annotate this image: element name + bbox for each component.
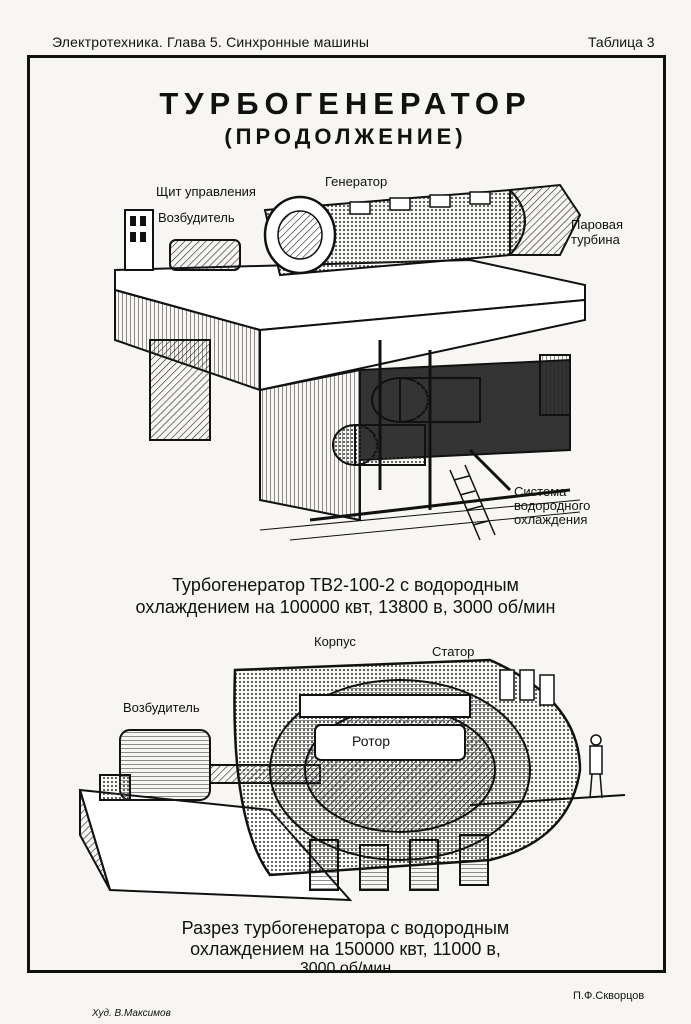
label-cooling-3: охлаждения: [514, 512, 588, 527]
label-cooling-1: Система: [514, 484, 567, 499]
label-exciter-1: Возбудитель: [158, 210, 235, 225]
label-rotor: Ротор: [352, 733, 391, 749]
label-steam-turbine-2: турбина: [571, 232, 620, 247]
caption-2-line-3: 3000 об/мин: [299, 960, 392, 977]
label-housing: Корпус: [314, 634, 356, 649]
label-stator: Статор: [432, 644, 475, 659]
label-generator: Генератор: [325, 174, 388, 189]
page-subtitle: (ПРОДОЛЖЕНИЕ): [224, 124, 467, 149]
caption-1-line-2: охлаждением на 100000 квт, 13800 в, 3000…: [135, 597, 556, 617]
caption-1-line-1: Турбогенератор ТВ2-100-2 с водородным: [172, 575, 519, 595]
label-exciter-2: Возбудитель: [123, 700, 200, 715]
artist-credit: Худ. В.Максимов: [92, 1008, 171, 1019]
header-table-number: Таблица 3: [588, 34, 655, 50]
author-credit: П.Ф.Скворцов: [573, 990, 645, 1002]
turbogenerator-cross-section-illustration: [78, 658, 626, 902]
caption-2-line-2: охлаждением на 150000 квт, 11000 в,: [190, 939, 501, 959]
label-cooling-2: водородного: [514, 498, 591, 513]
page-frame: [27, 55, 666, 973]
label-control-panel: Щит управления: [156, 184, 256, 199]
turbogenerator-plant-illustration: [114, 183, 586, 541]
label-steam-turbine-1: Паровая: [571, 217, 624, 232]
header-chapter: Электротехника. Глава 5. Синхронные маши…: [52, 34, 370, 50]
caption-2-line-1: Разрез турбогенератора с водородным: [181, 918, 510, 938]
page-title: ТУРБОГЕНЕРАТОР: [159, 86, 532, 121]
